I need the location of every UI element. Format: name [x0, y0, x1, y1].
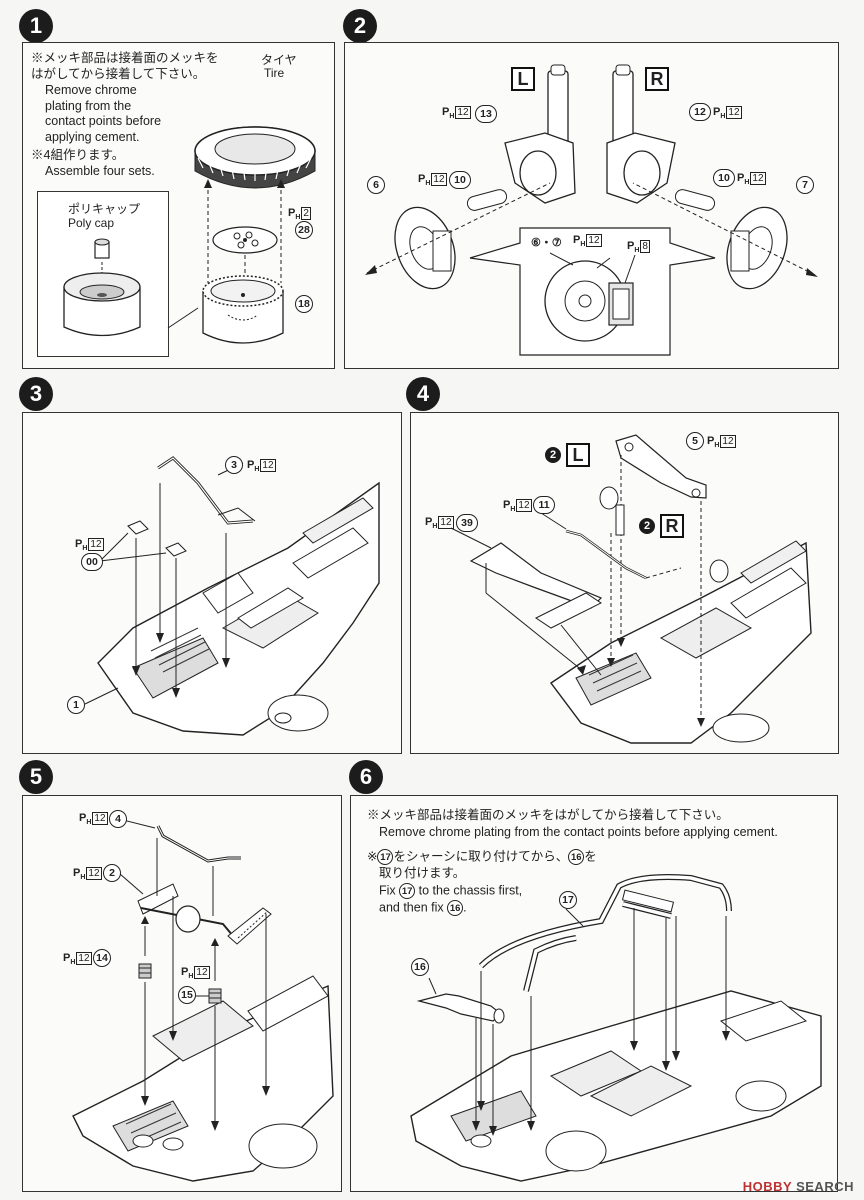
part-17-ref-en: 17 [399, 883, 416, 899]
step-1-chrome-note-ja: ※メッキ部品は接着面のメッキを はがしてから接着して下さい。 [31, 51, 219, 81]
part-39: 39 [456, 514, 478, 532]
step-number: 3 [29, 381, 43, 406]
part-15: 15 [178, 986, 196, 1004]
left-side-label: L [511, 67, 535, 91]
polycap-callout-line [167, 307, 199, 329]
left-side-label: L [566, 443, 590, 467]
part-3: 3 [225, 456, 243, 474]
step-number: 2 [353, 13, 367, 38]
part-11: 11 [533, 496, 555, 514]
right-side-label: R [660, 514, 684, 538]
step-number: 1 [29, 13, 43, 38]
part-7: 7 [796, 176, 814, 194]
watermark-logo: HOBBY [742, 1179, 792, 1194]
watermark-text: SEARCH [796, 1179, 854, 1194]
step-6-panel: ※メッキ部品は接着面のメッキをはがしてから接着して下さい。 Remove chr… [350, 795, 838, 1192]
step-6-fix-note-en-2: and then fix 16. [379, 900, 467, 916]
part-1: 1 [67, 696, 85, 714]
step-4-badge: 4 [406, 377, 440, 411]
part-6: 6 [367, 176, 385, 194]
step-1-badge: 1 [19, 9, 53, 43]
polycap-inset: ポリキャップ Poly cap [37, 191, 169, 357]
step-2-knuckles-drawing [365, 64, 818, 356]
tire-label-ja: タイヤ [261, 53, 297, 67]
part-10-right: 10 [713, 169, 735, 187]
part-28: 28 [295, 221, 313, 239]
step-1-sets-ja: ※4組作ります。 [31, 148, 125, 162]
step-1-sets-en: Assemble four sets. [45, 164, 155, 178]
step-5-chassis-drawing [72, 819, 334, 1182]
polycap-label-en: Poly cap [68, 216, 115, 230]
step-6-chrome-note-ja: ※メッキ部品は接着面のメッキをはがしてから接着して下さい。 [367, 808, 729, 822]
step-6-fix-note-ja-2: 取り付けます。 [379, 866, 466, 880]
step-6-fix-note-en-1: Fix 17 to the chassis first, [379, 883, 523, 899]
part-14: 14 [93, 949, 111, 967]
step-2-ref-left: 2 [545, 447, 561, 463]
step-3-badge: 3 [19, 377, 53, 411]
tire-drawing [194, 126, 316, 344]
step-2-ref-right: 2 [639, 518, 655, 534]
polycap-label-ja: ポリキャップ [68, 202, 141, 216]
step-3-chassis-drawing [84, 456, 380, 736]
step-1-panel: ※メッキ部品は接着面のメッキを はがしてから接着して下さい。 Remove ch… [22, 42, 335, 369]
part-17-ref: 17 [377, 849, 394, 865]
step-number: 6 [359, 764, 373, 789]
part-16: 16 [411, 958, 429, 976]
part-5: 5 [686, 432, 704, 450]
step-6-badge: 6 [349, 760, 383, 794]
part-13: 13 [475, 105, 497, 123]
part-10-left: 10 [449, 171, 471, 189]
step-4-chassis-drawing [450, 434, 812, 744]
step-5-badge: 5 [19, 760, 53, 794]
part-00: 00 [81, 553, 103, 571]
step-1-chrome-note-en: Remove chrome plating from the contact p… [45, 83, 162, 144]
part-18: 18 [295, 295, 313, 313]
watermark: HOBBY SEARCH [743, 1179, 854, 1194]
step-number: 4 [416, 381, 430, 406]
part-16-ref: 16 [568, 849, 585, 865]
part-16-ref-en: 16 [447, 900, 464, 916]
tire-label-en: Tire [264, 66, 285, 80]
step-number: 5 [29, 764, 43, 789]
inset-parts-label: ⑥・⑦ [531, 237, 562, 249]
polycap-drawing [63, 238, 141, 337]
part-2: 2 [103, 864, 121, 882]
step-6-chassis-drawing [410, 874, 822, 1182]
part-4: 4 [109, 810, 127, 828]
right-side-label: R [645, 67, 669, 91]
step-2-badge: 2 [343, 9, 377, 43]
part-12: 12 [689, 103, 711, 121]
step-6-chrome-note-en: Remove chrome plating from the contact p… [379, 825, 778, 839]
part-17: 17 [559, 891, 577, 909]
